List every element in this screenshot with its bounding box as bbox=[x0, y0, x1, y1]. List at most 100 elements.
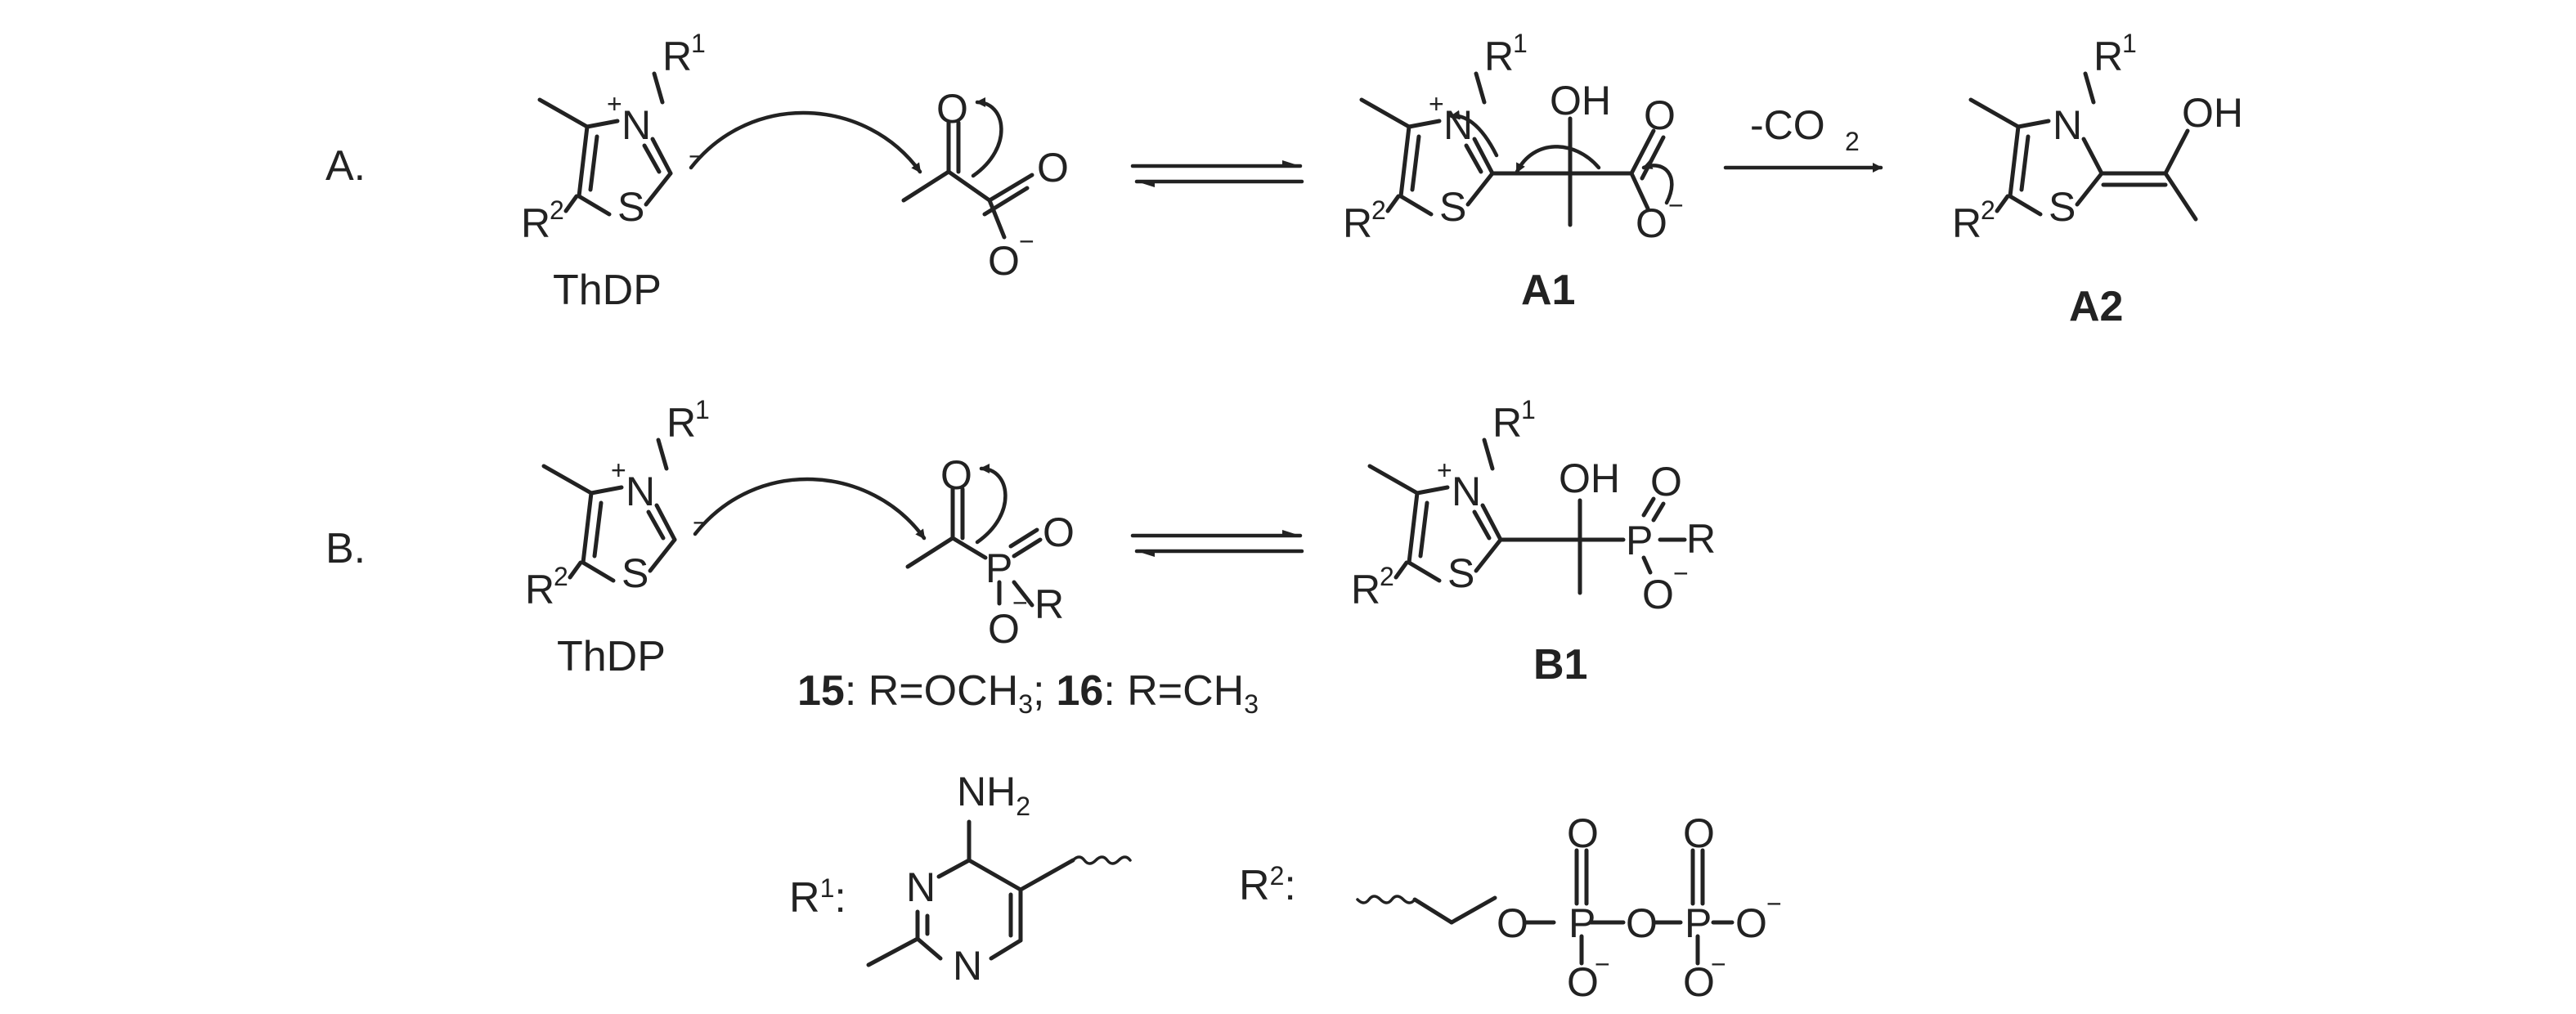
compound-separator: ; bbox=[1033, 667, 1044, 715]
b-r2-r: R bbox=[525, 567, 554, 612]
b-atom-s: S bbox=[622, 550, 648, 596]
compound-15-text: : R=OCH bbox=[845, 667, 1018, 715]
co2-condition: -CO bbox=[1750, 102, 1825, 148]
a1-carbonyl-o: O bbox=[1644, 92, 1676, 138]
b1-p: P bbox=[1626, 518, 1653, 563]
b-r1-sup: 1 bbox=[695, 395, 710, 424]
b1-r2-r: R bbox=[1351, 567, 1380, 612]
pyrimidine-n1: N bbox=[953, 943, 982, 989]
r2-label: R2: bbox=[1239, 861, 1296, 909]
b-r1-r: R bbox=[666, 400, 696, 446]
diphosphate-p1-anion-o: O bbox=[1567, 959, 1599, 1005]
diphosphate-p1: P bbox=[1568, 900, 1595, 946]
nucleophilic-attack-arrow-b bbox=[693, 477, 927, 541]
b1-atom-n: N bbox=[1452, 469, 1481, 514]
a1-atom-s: S bbox=[1439, 184, 1466, 230]
diphosphate-p2: P bbox=[1685, 900, 1712, 946]
atom-s: S bbox=[617, 184, 644, 230]
b1-r: R bbox=[1686, 516, 1716, 562]
diphosphate-p2-anion-o: O bbox=[1683, 959, 1715, 1005]
panel-a-label: A. bbox=[325, 142, 366, 190]
compound-15-sub: 3 bbox=[1018, 689, 1033, 719]
a2-atom-s: S bbox=[2049, 184, 2076, 230]
phosphonate-ketone-o: O bbox=[940, 452, 972, 498]
b1-r1-sup: 1 bbox=[1521, 395, 1536, 424]
electron-push-arrow-pyruvate bbox=[971, 97, 1003, 178]
charge-plus: + bbox=[607, 89, 622, 119]
b-r2-sup: 2 bbox=[554, 562, 568, 591]
b1-atom-s: S bbox=[1447, 550, 1474, 596]
a2-label: A2 bbox=[2069, 283, 2123, 330]
a2-structure: N R 1 S R 2 OH bbox=[1952, 29, 2243, 246]
substituent-definitions: R1: N N NH2 R2: bbox=[789, 769, 1782, 1005]
diphosphate-p2-minus: − bbox=[1711, 949, 1726, 979]
diphosphate-structure: O P O O − O P O O − O − bbox=[1356, 810, 1782, 1005]
nucleophilic-attack-arrow-a bbox=[689, 110, 922, 174]
a1-carboxylate-o: O bbox=[1636, 200, 1667, 246]
phosphonate-double-o: O bbox=[1043, 509, 1075, 555]
b1-charge-plus: + bbox=[1437, 455, 1452, 485]
b-atom-n: N bbox=[626, 469, 655, 514]
r1-sup: 1 bbox=[820, 873, 835, 903]
a1-charge-plus: + bbox=[1429, 89, 1444, 119]
amine-sub: 2 bbox=[1016, 792, 1030, 821]
equilibrium-arrow-a bbox=[1130, 160, 1304, 187]
a1-arrow-imine bbox=[1449, 110, 1499, 158]
a1-structure: N + R 1 S R 2 OH O O − bbox=[1343, 29, 1684, 246]
atom-r1-r: R bbox=[662, 34, 692, 79]
b1-r2-sup: 2 bbox=[1380, 562, 1394, 591]
compound-16-sub: 3 bbox=[1244, 689, 1259, 719]
diphosphate-p2-double-o: O bbox=[1683, 810, 1715, 856]
b-charge-plus: + bbox=[611, 455, 626, 485]
phosphonate-anion-o: O bbox=[988, 606, 1020, 652]
b1-anion-o: O bbox=[1642, 572, 1674, 617]
atom-n: N bbox=[622, 102, 651, 148]
panel-b-label: B. bbox=[325, 525, 366, 572]
r2-sup: 2 bbox=[1270, 861, 1285, 891]
phosphonate-p: P bbox=[985, 545, 1012, 591]
a1-r1-sup: 1 bbox=[1513, 29, 1528, 58]
b1-structure: N + R 1 S R 2 OH P O R O − bbox=[1351, 395, 1716, 617]
diphosphate-p1-double-o: O bbox=[1567, 810, 1599, 856]
phosphonate-minus: − bbox=[1012, 588, 1028, 617]
pyrimidine-amine: NH2 bbox=[957, 769, 1030, 821]
thdp-label-a: ThDP bbox=[553, 267, 662, 314]
a1-r2-r: R bbox=[1343, 200, 1372, 246]
r1-letter: R bbox=[789, 874, 820, 922]
equilibrium-arrow-b bbox=[1130, 530, 1304, 557]
pyruvate-ketone-o: O bbox=[936, 86, 968, 132]
a1-oh: OH bbox=[1550, 78, 1611, 123]
a2-r2-r: R bbox=[1952, 200, 1981, 246]
r2-colon: : bbox=[1284, 862, 1295, 909]
diphosphate-p1-minus: − bbox=[1595, 949, 1610, 979]
phosphonate-r: R bbox=[1034, 581, 1064, 627]
a1-minus: − bbox=[1668, 191, 1684, 220]
thdp-structure-b: N + R 1 S R 2 − bbox=[525, 395, 710, 612]
r1-label: R1: bbox=[789, 873, 846, 922]
compounds-caption: 15: R=OCH3;16: R=CH3 bbox=[797, 667, 1259, 719]
b1-label: B1 bbox=[1533, 641, 1587, 689]
a2-r2-sup: 2 bbox=[1981, 195, 1995, 225]
a2-r1-r: R bbox=[2094, 34, 2123, 79]
pyruvate-carboxylate-o: O bbox=[988, 238, 1020, 284]
thdp-label-b: ThDP bbox=[557, 633, 666, 680]
diphosphate-bridge-o2: O bbox=[1626, 900, 1658, 946]
b1-r1-r: R bbox=[1492, 400, 1522, 446]
panel-a: A. N + R 1 S R 2 − ThDP bbox=[325, 29, 2243, 330]
a1-atom-n: N bbox=[1443, 102, 1473, 148]
atom-r2-sup: 2 bbox=[550, 195, 564, 225]
r2-letter: R bbox=[1239, 862, 1270, 909]
a2-oh: OH bbox=[2182, 90, 2243, 136]
a1-arrow-decarboxylation bbox=[1515, 145, 1601, 174]
atom-r1-sup: 1 bbox=[691, 29, 706, 58]
a1-label: A1 bbox=[1521, 267, 1575, 314]
co2-sub: 2 bbox=[1845, 127, 1860, 156]
a2-r1-sup: 1 bbox=[2122, 29, 2137, 58]
pyruvate-structure: O O O − bbox=[901, 86, 1069, 284]
pyruvate-carbonyl-o: O bbox=[1037, 145, 1069, 191]
electron-push-arrow-phosphonate bbox=[975, 464, 1008, 545]
compound-16-number: 16 bbox=[1056, 667, 1103, 715]
pyrimidine-structure: N N NH2 bbox=[866, 769, 1132, 989]
pyrimidine-n3: N bbox=[906, 864, 936, 910]
